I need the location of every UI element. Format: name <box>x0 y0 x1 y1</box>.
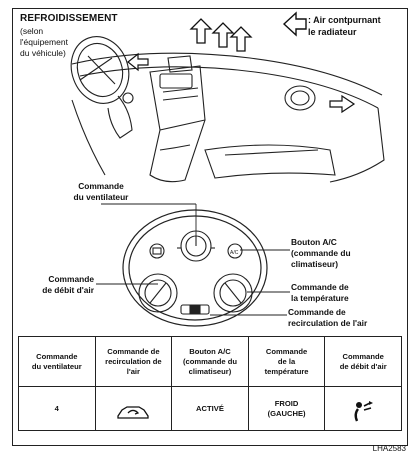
face-vent-airflow-icon <box>354 401 374 422</box>
value-temperature: FROID (GAUCHE) <box>247 386 326 431</box>
car-recirculation-icon <box>117 406 150 419</box>
rear-defrost-button <box>149 243 165 259</box>
value-fan: 4 <box>18 386 96 431</box>
header-ac: Bouton A/C (commande du climatiseur) <box>171 336 249 387</box>
outline-arrow-left-icon <box>282 11 307 37</box>
svg-text:A/C: A/C <box>230 250 239 256</box>
recirculation-lever <box>180 304 210 315</box>
ac-button: A/C <box>227 243 243 259</box>
airflow-up-arrows-icon <box>189 18 253 52</box>
callout-recirculation-control: Commande de recirculation de l'air <box>288 307 368 328</box>
control-panel <box>122 209 268 327</box>
callout-temperature-control: Commande de la température <box>291 282 349 303</box>
leader-lines <box>96 203 290 316</box>
value-recirculation <box>94 386 173 431</box>
figure-subtitle: (selon l'équipement du véhicule) <box>20 26 68 58</box>
fan-speed-dial <box>177 230 215 262</box>
figure-frame <box>12 8 408 446</box>
callout-fan-control: Commande du ventilateur <box>73 181 129 202</box>
header-fan: Commande du ventilateur <box>18 336 96 387</box>
air-flow-dial <box>138 273 178 313</box>
temperature-dial <box>213 273 253 313</box>
reference-code: LHA2583 <box>372 444 406 453</box>
header-air-flow: Commande de débit d'air <box>324 336 402 387</box>
header-recirculation: Commande de recirculation de l'air <box>94 336 173 387</box>
callout-air-flow-control: Commande de débit d'air <box>42 274 94 295</box>
legend-text: : Air contpurnant le radiateur <box>308 15 381 37</box>
header-temperature: Commande de la température <box>247 336 326 387</box>
callout-ac-button: Bouton A/C (commande du climatiseur) <box>291 237 351 269</box>
table-row: 4 ACTIVÉ FROID (GAUCHE) <box>18 386 402 431</box>
figure-title: REFROIDISSEMENT <box>20 13 118 24</box>
settings-table: Commande du ventilateur Commande de reci… <box>18 336 402 431</box>
value-air-flow <box>324 386 402 431</box>
dashboard-air-arrows <box>127 52 356 114</box>
table-header-row: Commande du ventilateur Commande de reci… <box>18 336 402 387</box>
dashboard-sketch <box>70 36 385 183</box>
value-ac: ACTIVÉ <box>171 386 249 431</box>
